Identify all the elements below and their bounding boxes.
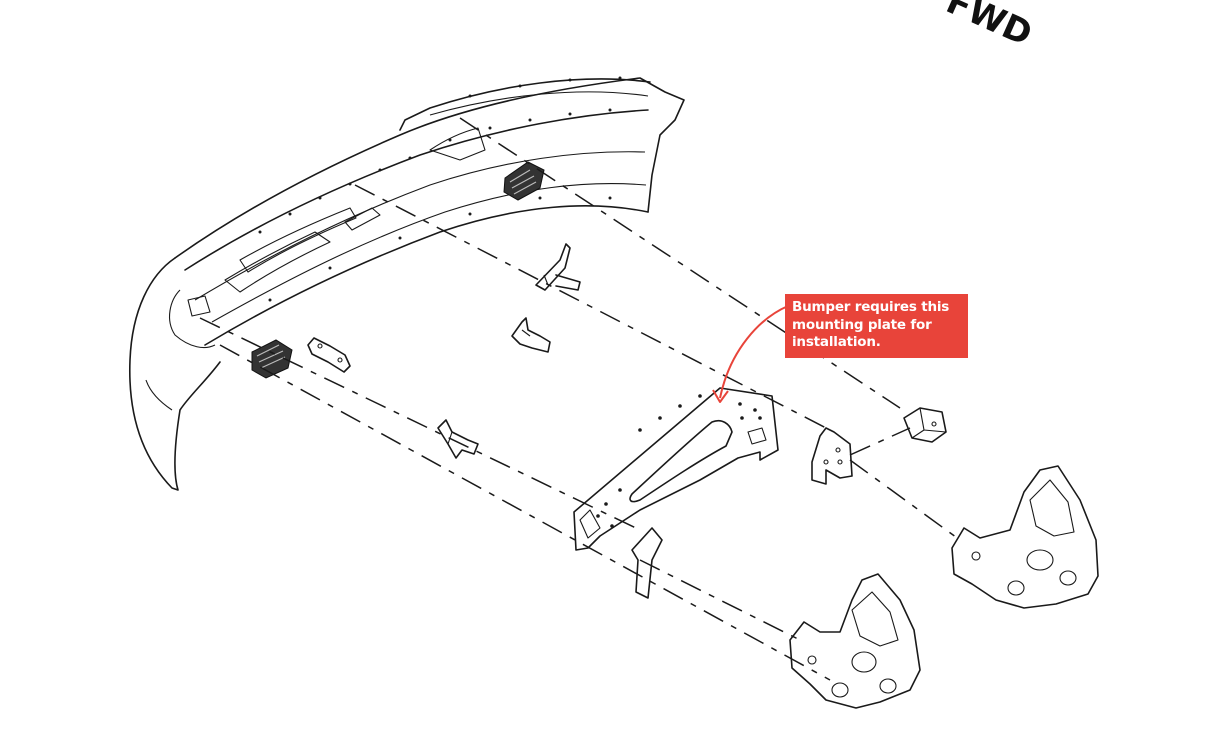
bracket-lower-left	[437, 419, 479, 459]
fwd-label: FWD	[940, 0, 1038, 54]
fog-light-right	[503, 161, 545, 201]
vertical-bracket-right	[811, 427, 853, 485]
callout-text: Bumper requires this mounting plate for …	[792, 299, 950, 350]
bumper-cover	[128, 76, 685, 491]
mounting-plate	[573, 387, 779, 551]
bracket-right-small	[903, 407, 947, 443]
vertical-bracket-mid	[631, 527, 663, 599]
frame-horn-right	[951, 465, 1099, 609]
alignment-lines	[199, 117, 961, 681]
bracket-left	[307, 337, 351, 373]
callout-arrowhead	[712, 389, 729, 403]
bracket-upper-mid	[511, 317, 551, 353]
bracket-upper-right	[535, 243, 581, 291]
callout-arrow	[719, 305, 789, 399]
callout-box: Bumper requires this mounting plate for …	[785, 294, 968, 358]
frame-horn-left	[789, 573, 921, 709]
